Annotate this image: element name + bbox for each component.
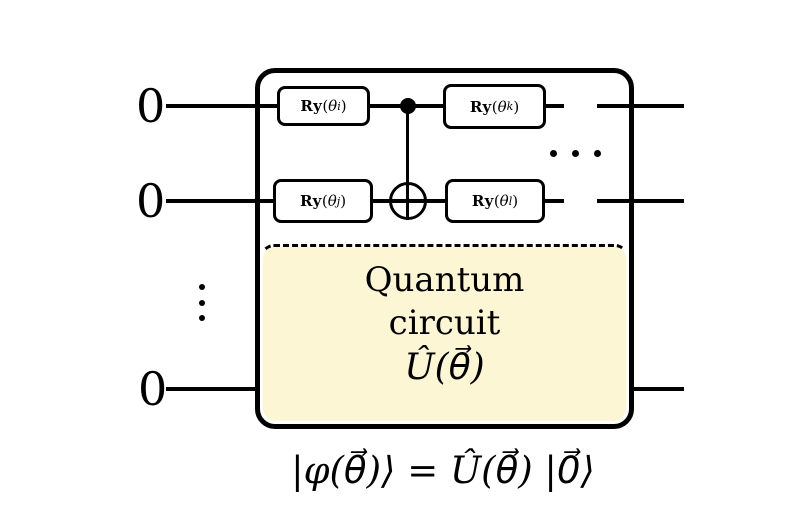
dot [550,150,557,157]
gate-label-part: ) [512,192,519,210]
wire-q1-stub [546,104,564,108]
gate-label-subscript: i [337,99,341,113]
ellipsis-horizontal-icon [550,150,602,157]
region-label-line1: Quantum [364,260,525,300]
gate-label-subscript: k [506,100,514,113]
wire-q2-right [597,199,684,203]
wire-q2-stub [545,199,564,203]
wire-q1-left [166,104,277,108]
gate-label-part: ( [493,192,500,210]
gate-label-part: Ry [300,97,323,115]
dot [199,284,205,290]
gate-label-part: ) [513,97,520,116]
dot [572,150,579,157]
gate-label-part: ( [321,192,328,210]
qubit-label-top: 0 [136,79,166,133]
cnot-target-icon [389,182,427,220]
ellipsis-vertical-icon [199,284,205,322]
dot [199,300,205,306]
gate-label-part: Ry [299,192,322,210]
gate-label-part: Ry [471,192,494,210]
gate-label-part: θ [328,97,338,115]
cnot-connector-line [406,106,409,220]
cnot-control-dot [400,98,416,114]
gate-label-part: ) [340,192,347,210]
gate-label-part: ( [491,97,498,116]
region-label-line2: circuit [388,303,501,343]
gate-label-subscript: j [336,194,341,208]
dot [594,150,601,157]
gate-label-part: ( [322,97,329,115]
gate-label-part: ) [340,97,347,115]
gate-label-part: θ [327,192,337,210]
quantum-circuit-region: Quantum circuit Û(θ⃗) [260,244,629,424]
qubit-label-middle: 0 [136,174,166,228]
wire-q2-left [166,199,273,203]
gate-label-part: θ [497,97,507,116]
qubit-label-bottom: 0 [138,362,168,416]
dot [199,315,205,321]
gate-label-subscript: l [508,194,513,208]
gate-label-part: Ry [469,97,492,116]
wire-q3-left [166,387,257,391]
wire-q1-right [597,104,684,108]
wire-q3-right [630,387,684,391]
gate-label-part: θ [499,192,509,210]
state-equation: |φ(θ⃗)⟩ = Û(θ⃗) |0⃗⟩ [291,449,595,492]
region-label-unitary: Û(θ⃗) [404,347,485,388]
